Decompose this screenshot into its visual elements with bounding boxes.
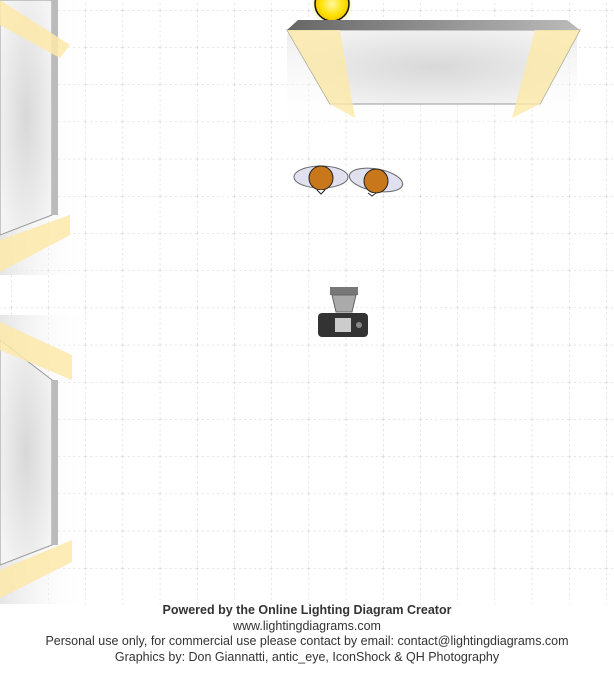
- diagram-canvas: [0, 0, 614, 604]
- softbox-left-top[interactable]: [0, 0, 90, 275]
- subject-person-1[interactable]: [293, 165, 349, 195]
- bulb-light[interactable]: [312, 0, 352, 24]
- subject-person-2[interactable]: [348, 164, 405, 197]
- powered-by-text: Powered by the Online Lighting Diagram C…: [162, 603, 452, 617]
- footer: Powered by the Online Lighting Diagram C…: [0, 603, 614, 665]
- softbox-left-bottom[interactable]: [0, 315, 90, 604]
- camera[interactable]: [318, 287, 368, 337]
- softbox-top[interactable]: [286, 20, 581, 134]
- credits-text: Graphics by: Don Giannatti, antic_eye, I…: [114, 649, 500, 664]
- site-link[interactable]: www.lightingdiagrams.com: [233, 618, 381, 633]
- license-text: Personal use only, for commercial use pl…: [45, 634, 569, 648]
